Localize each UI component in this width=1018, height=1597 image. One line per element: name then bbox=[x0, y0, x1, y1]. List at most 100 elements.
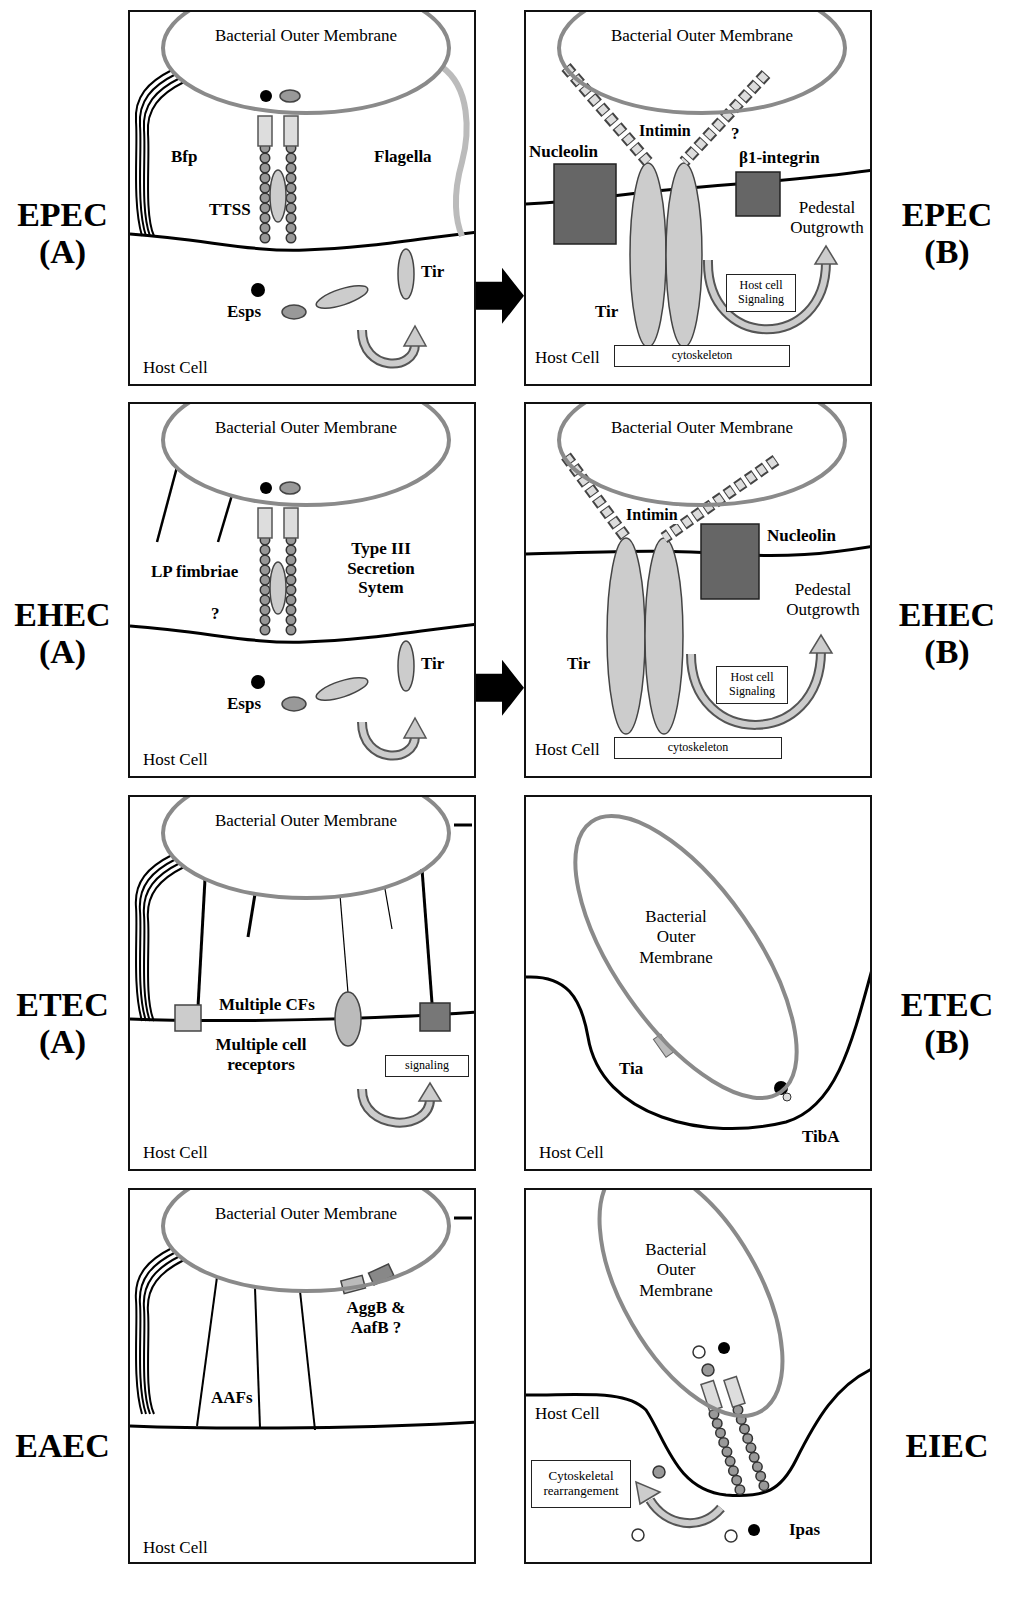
ipa-protein bbox=[718, 1342, 730, 1354]
ipa-protein bbox=[693, 1346, 705, 1358]
box-label: Host cell Signaling bbox=[731, 279, 791, 307]
host-membrane bbox=[130, 1422, 474, 1428]
box-label: cytoskeleton bbox=[672, 349, 733, 363]
bacterium-outline: Bacterial Outer Membrane bbox=[160, 795, 452, 901]
tick-mark bbox=[454, 1217, 472, 1220]
bacterium-outline: Bacterial Outer Membrane bbox=[160, 402, 452, 508]
part-label: Intimin bbox=[625, 506, 679, 524]
part-label: Multiple cell receptors bbox=[190, 1035, 332, 1074]
bacterium-outline: Bacterial Outer Membrane bbox=[160, 10, 452, 116]
membrane-label: Bacterial Outer Membrane bbox=[160, 811, 452, 831]
lp-fimbria bbox=[218, 495, 232, 542]
part-label: Type III Secretion Sytem bbox=[330, 539, 432, 598]
figure-panel: Host Cell Bacterial Outer MembraneHost ce… bbox=[524, 10, 872, 386]
membrane-label: Bacterial Outer Membrane bbox=[556, 418, 848, 438]
figure-panel: Host CellBacterial Outer MembraneAAFsAgg… bbox=[128, 1188, 476, 1564]
part-label: Pedestal Outgrowth bbox=[776, 580, 870, 619]
membrane-label: Bacterial Outer Membrane bbox=[556, 26, 848, 46]
tir-protein bbox=[607, 538, 645, 734]
bacterium-outline: Bacterial Outer Membrane bbox=[556, 402, 848, 508]
panel-art bbox=[526, 67, 870, 347]
label-box: Cytoskeletal rearrangement bbox=[531, 1460, 631, 1508]
cell-label: Host Cell bbox=[142, 1143, 209, 1163]
part-label: Bfp bbox=[170, 147, 198, 167]
cell-receptor bbox=[420, 1003, 450, 1031]
arrow-head bbox=[815, 246, 837, 264]
outer-membrane bbox=[559, 10, 845, 113]
outer-membrane bbox=[163, 795, 449, 898]
pili-bundle bbox=[136, 1248, 184, 1414]
lp-fimbria bbox=[157, 467, 177, 542]
label-box: Host cell Signaling bbox=[716, 666, 788, 704]
outer-membrane bbox=[559, 402, 845, 505]
signal-arrow bbox=[708, 260, 826, 329]
effectors bbox=[251, 249, 426, 364]
rearrange-arrow bbox=[650, 1500, 721, 1523]
rearrange-arrow bbox=[650, 1500, 721, 1523]
membrane-label: Bacterial Outer Membrane bbox=[160, 26, 452, 46]
part-label: Esps bbox=[226, 694, 262, 714]
block-arrow bbox=[476, 660, 524, 716]
part-label: Intimin bbox=[638, 122, 692, 140]
membrane-label: Bacterial Outer Membrane bbox=[631, 1240, 721, 1301]
pathotype-label: EAEC bbox=[5, 1427, 120, 1464]
part-label: TTSS bbox=[208, 200, 252, 220]
part-label: AggB & AafB ? bbox=[330, 1298, 422, 1337]
cell-label: Host Cell bbox=[534, 1404, 601, 1424]
bead-chain bbox=[714, 1414, 740, 1490]
cell-label: Host Cell bbox=[142, 358, 209, 378]
panel-art bbox=[526, 1342, 870, 1542]
host-membrane bbox=[526, 546, 870, 556]
figure-panel: Host CellBacterial Outer MembraneBfpFlag… bbox=[128, 10, 476, 386]
membrane-outline bbox=[556, 10, 848, 116]
host-membrane bbox=[526, 962, 870, 1129]
membrane-label: Bacterial Outer Membrane bbox=[160, 1204, 452, 1224]
tiba-adhesin bbox=[783, 1093, 791, 1101]
bead-chain bbox=[714, 1414, 740, 1490]
ipa-protein bbox=[725, 1530, 737, 1542]
part-label: Tir bbox=[420, 262, 445, 282]
cf-fimbria bbox=[198, 879, 205, 1007]
bacterium-outline: Bacterial Outer Membrane bbox=[556, 10, 848, 116]
cell-label: Host Cell bbox=[142, 750, 209, 770]
arrow-head bbox=[810, 635, 832, 653]
tick-mark bbox=[454, 824, 472, 827]
integrin-receptor bbox=[736, 172, 780, 216]
outer-membrane bbox=[163, 1188, 449, 1291]
ipa-protein bbox=[632, 1529, 644, 1541]
pathotype-label: ETEC (A) bbox=[5, 986, 120, 1061]
signal-arrow bbox=[691, 651, 821, 725]
part-label: TibA bbox=[801, 1127, 841, 1147]
part-label: Tir bbox=[420, 654, 445, 674]
cf-fimbria bbox=[422, 869, 432, 1003]
outer-membrane bbox=[562, 1188, 820, 1445]
panel-art bbox=[130, 467, 474, 756]
membrane-label: Bacterial Outer Membrane bbox=[631, 907, 721, 968]
part-label: LP fimbriae bbox=[150, 562, 239, 582]
box-label: Host cell Signaling bbox=[721, 671, 783, 699]
pore-rect bbox=[724, 1377, 745, 1408]
bacterium-outline: Bacterial Outer Membrane bbox=[571, 812, 801, 1102]
membrane-outline bbox=[160, 1188, 452, 1294]
part-label: Tir bbox=[566, 654, 591, 674]
effectors bbox=[251, 641, 426, 756]
cf-fimbria bbox=[385, 889, 392, 929]
nucleolin-receptor bbox=[554, 164, 616, 244]
cf-fimbria bbox=[248, 894, 255, 937]
cell-label: Host Cell bbox=[534, 348, 601, 368]
part-label: β1-integrin bbox=[738, 148, 821, 168]
part-label: Tia bbox=[618, 1059, 644, 1079]
part-label: Ipas bbox=[788, 1520, 821, 1540]
host-membrane bbox=[130, 624, 474, 642]
membrane-outline bbox=[160, 795, 452, 901]
panel-art bbox=[526, 962, 870, 1129]
signal-arrow bbox=[691, 651, 821, 725]
part-label: Nucleolin bbox=[528, 142, 599, 162]
tir-protein bbox=[645, 538, 683, 734]
cell-label: Host Cell bbox=[142, 1538, 209, 1558]
nucleolin-receptor bbox=[701, 524, 759, 599]
panel-art bbox=[526, 456, 870, 734]
